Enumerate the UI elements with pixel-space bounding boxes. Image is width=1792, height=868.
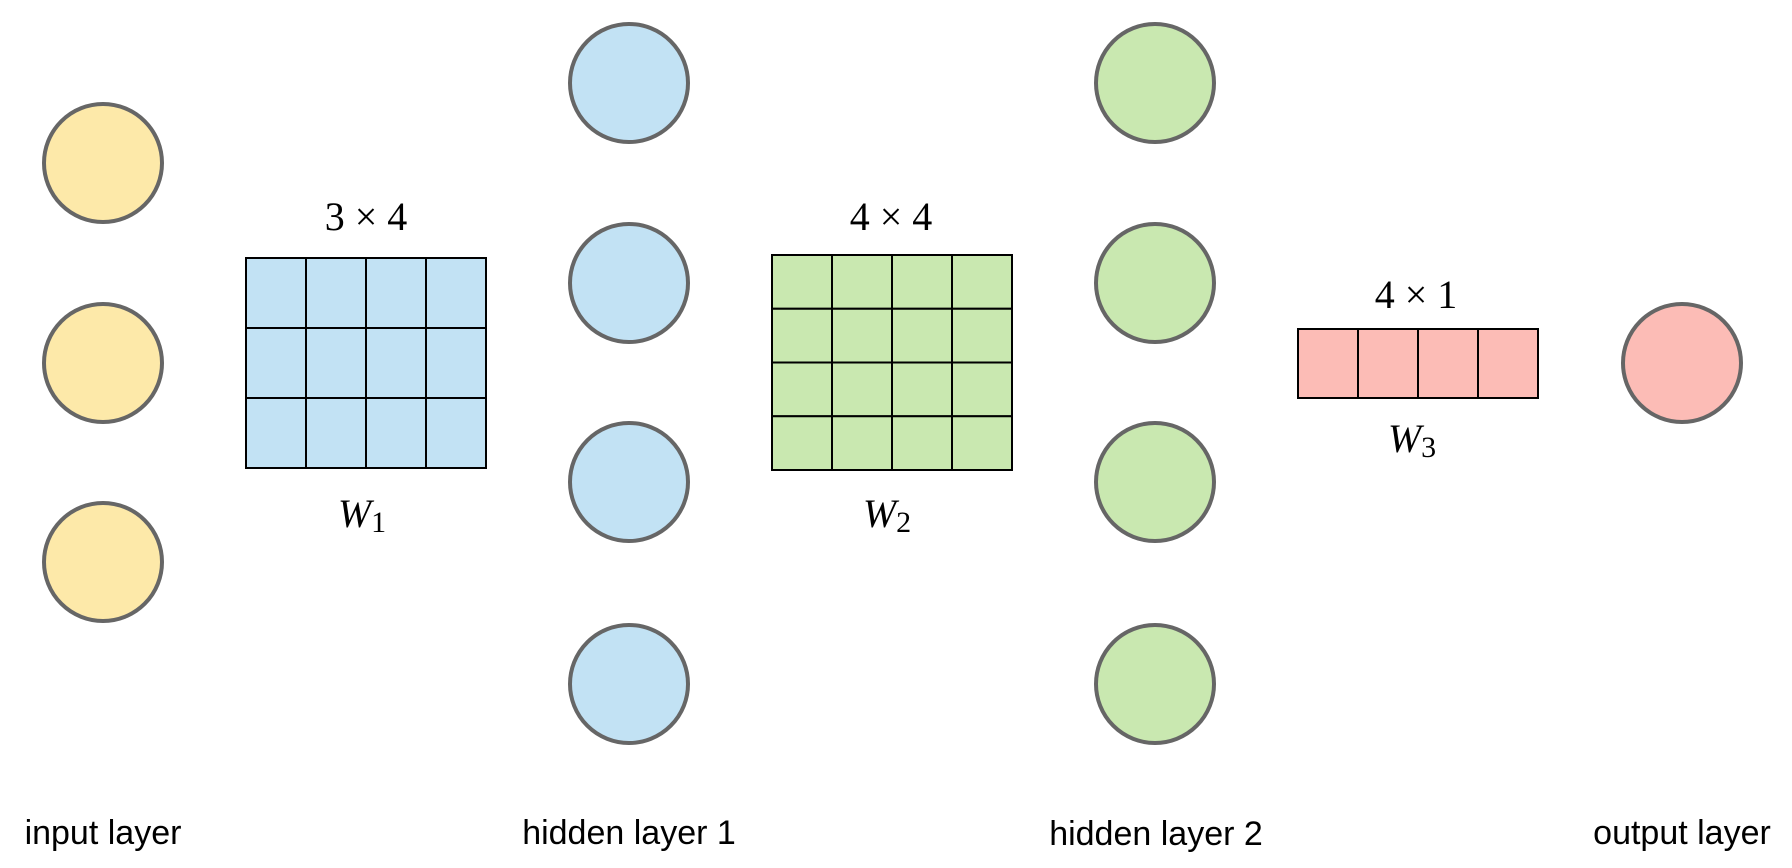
matrix-w3 — [1297, 328, 1539, 399]
matrix-w2-dimension: 4 × 4 — [850, 194, 933, 239]
matrix-w1-dimension: 3 × 4 — [325, 194, 408, 239]
hidden-1-node-2 — [568, 222, 690, 344]
matrix-w1-name: W — [338, 491, 375, 536]
input-node-1 — [42, 102, 164, 224]
hidden-layer-1-label: hidden layer 1 — [522, 814, 736, 852]
nodes-group — [42, 22, 1743, 745]
matrix-w2-cell — [891, 415, 953, 471]
matrix-w2-cell — [951, 307, 1013, 364]
matrix-w3-dimension: 4 × 1 — [1375, 272, 1458, 317]
matrix-w2-cell — [831, 254, 893, 310]
matrix-w2-cell — [891, 254, 953, 310]
matrix-w3-label: W3 — [1388, 416, 1436, 464]
hidden-2-node-4 — [1094, 623, 1216, 745]
matrix-w1-cell — [425, 327, 487, 399]
output-layer-label: output layer — [1593, 814, 1771, 852]
matrix-w2-cell — [771, 307, 833, 364]
matrix-w2-cell — [771, 415, 833, 471]
matrix-w2-cell — [831, 361, 893, 418]
matrix-w2-cell — [951, 361, 1013, 418]
matrix-w1-cell — [425, 257, 487, 329]
matrix-w1-cell — [245, 397, 307, 469]
hidden-1-node-1 — [568, 22, 690, 144]
matrix-w2-subscript: 2 — [896, 506, 911, 539]
matrix-w3-subscript: 3 — [1421, 431, 1436, 464]
matrix-w2-label: W2 — [863, 491, 911, 539]
hidden-1-node-4 — [568, 623, 690, 745]
matrix-w2-cell — [951, 415, 1013, 471]
matrix-w2-cell — [891, 307, 953, 364]
matrix-w2-cell — [951, 254, 1013, 310]
matrix-w3-cell — [1417, 328, 1479, 399]
matrix-w3-cell — [1297, 328, 1359, 399]
matrix-w1-subscript: 1 — [371, 506, 386, 539]
hidden-2-node-2 — [1094, 222, 1216, 344]
matrix-w1-cell — [305, 257, 367, 329]
matrix-w3-name: W — [1388, 416, 1425, 461]
matrix-w2-cell — [831, 307, 893, 364]
matrix-w1 — [245, 257, 487, 469]
hidden-1-node-3 — [568, 421, 690, 543]
hidden-2-node-3 — [1094, 421, 1216, 543]
matrix-w1-cell — [245, 327, 307, 399]
matrix-w1-cell — [305, 327, 367, 399]
input-node-3 — [42, 501, 164, 623]
hidden-2-node-1 — [1094, 22, 1216, 144]
matrix-w2-cell — [831, 415, 893, 471]
matrix-w1-cell — [245, 257, 307, 329]
input-layer-label: input layer — [25, 814, 182, 852]
matrix-w2 — [771, 254, 1013, 471]
matrix-w1-cell — [425, 397, 487, 469]
matrix-w2-name: W — [863, 491, 900, 536]
matrix-w1-cell — [365, 257, 427, 329]
matrix-w1-cell — [305, 397, 367, 469]
input-node-2 — [42, 302, 164, 424]
matrix-w2-cell — [771, 254, 833, 310]
matrix-w1-cell — [365, 327, 427, 399]
matrices-group — [245, 254, 1539, 471]
matrix-w1-label: W1 — [338, 491, 386, 539]
matrix-w3-cell — [1477, 328, 1539, 399]
matrix-w2-cell — [771, 361, 833, 418]
matrix-w2-cell — [891, 361, 953, 418]
hidden-layer-2-label: hidden layer 2 — [1049, 815, 1263, 853]
matrix-w3-cell — [1357, 328, 1419, 399]
output-node-1 — [1621, 302, 1743, 424]
matrix-w1-cell — [365, 397, 427, 469]
